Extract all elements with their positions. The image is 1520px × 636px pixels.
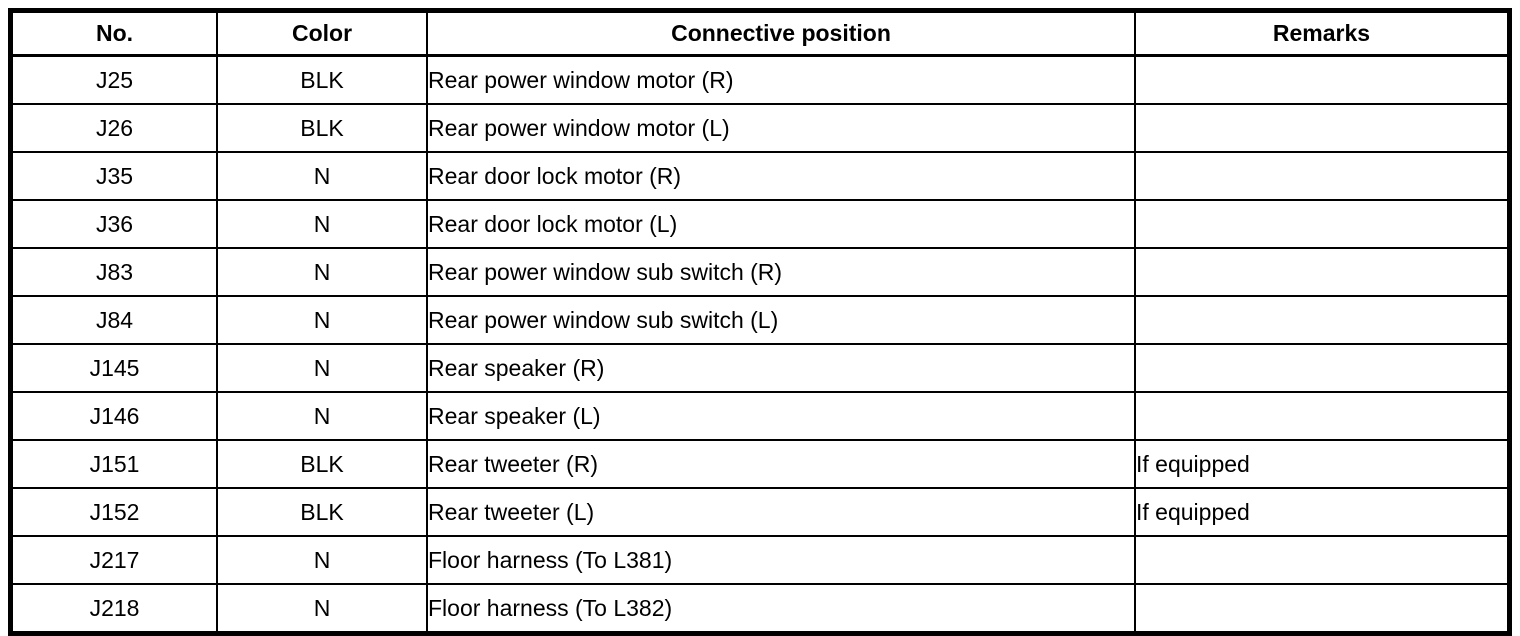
cell-no: J146 [9, 391, 218, 441]
cell-color: N [216, 247, 428, 297]
cell-no: J35 [9, 151, 218, 201]
cell-no: J218 [9, 583, 218, 635]
col-header-remarks: Remarks [1134, 9, 1511, 57]
cell-no: J36 [9, 199, 218, 249]
cell-remarks [1134, 535, 1511, 585]
cell-remarks [1134, 583, 1511, 635]
cell-remarks: If equipped [1134, 487, 1511, 537]
cell-color: N [216, 535, 428, 585]
cell-connective-position: Rear power window sub switch (R) [426, 247, 1136, 297]
cell-remarks [1134, 199, 1511, 249]
cell-remarks [1134, 343, 1511, 393]
cell-color: BLK [216, 103, 428, 153]
cell-no: J83 [9, 247, 218, 297]
cell-connective-position: Rear power window sub switch (L) [426, 295, 1136, 345]
cell-remarks [1134, 295, 1511, 345]
cell-no: J151 [9, 439, 218, 489]
cell-color: N [216, 295, 428, 345]
col-header-connective-position: Connective position [426, 9, 1136, 57]
cell-no: J217 [9, 535, 218, 585]
cell-remarks [1134, 54, 1511, 105]
cell-connective-position: Rear speaker (L) [426, 391, 1136, 441]
cell-color: BLK [216, 487, 428, 537]
connector-table: No. Color Connective position Remarks J2… [8, 8, 1512, 636]
cell-connective-position: Rear power window motor (R) [426, 54, 1136, 105]
cell-connective-position: Rear tweeter (L) [426, 487, 1136, 537]
cell-connective-position: Floor harness (To L381) [426, 535, 1136, 585]
cell-color: BLK [216, 54, 428, 105]
col-header-no: No. [9, 9, 218, 57]
cell-color: N [216, 151, 428, 201]
cell-remarks [1134, 103, 1511, 153]
cell-no: J25 [9, 54, 218, 105]
col-header-color: Color [216, 9, 428, 57]
header-row: No. Color Connective position Remarks [9, 9, 1511, 57]
cell-connective-position: Floor harness (To L382) [426, 583, 1136, 635]
cell-remarks [1134, 391, 1511, 441]
cell-connective-position: Rear speaker (R) [426, 343, 1136, 393]
cell-no: J145 [9, 343, 218, 393]
cell-remarks [1134, 151, 1511, 201]
cell-color: N [216, 391, 428, 441]
cell-connective-position: Rear tweeter (R) [426, 439, 1136, 489]
cell-color: N [216, 199, 428, 249]
cell-connective-position: Rear door lock motor (R) [426, 151, 1136, 201]
cell-color: N [216, 583, 428, 635]
cell-no: J84 [9, 295, 218, 345]
cell-color: N [216, 343, 428, 393]
cell-no: J26 [9, 103, 218, 153]
cell-connective-position: Rear door lock motor (L) [426, 199, 1136, 249]
cell-remarks: If equipped [1134, 439, 1511, 489]
cell-connective-position: Rear power window motor (L) [426, 103, 1136, 153]
cell-remarks [1134, 247, 1511, 297]
cell-color: BLK [216, 439, 428, 489]
cell-no: J152 [9, 487, 218, 537]
